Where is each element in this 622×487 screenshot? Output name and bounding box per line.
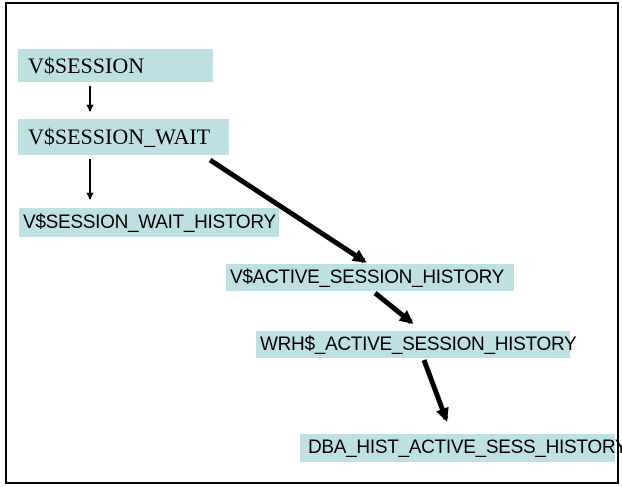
edge-v-session-wait-to-v-active-session-history: [208, 157, 367, 264]
node-dba-hist-active-sess-history-label: DBA_HIST_ACTIVE_SESS_HISTORY: [308, 437, 622, 458]
node-v-session-label: V$SESSION: [28, 52, 145, 78]
node-v-session-wait-history-label: V$SESSION_WAIT_HISTORY: [23, 211, 276, 233]
node-dba-hist-active-sess-history: DBA_HIST_ACTIVE_SESS_HISTORY: [300, 434, 622, 462]
node-wrh-active-session-history-label: WRH$_ACTIVE_SESSION_HISTORY: [260, 333, 577, 355]
node-wrh-active-session-history: WRH$_ACTIVE_SESSION_HISTORY: [256, 331, 577, 358]
outer-border: [5, 2, 619, 484]
node-v-session-wait-history: V$SESSION_WAIT_HISTORY: [19, 208, 279, 237]
node-v-active-session-history: V$ACTIVE_SESSION_HISTORY: [226, 264, 514, 291]
node-v-active-session-history-label: V$ACTIVE_SESSION_HISTORY: [230, 266, 505, 288]
edge-v-active-session-history-to-wrh-active-session-history: [373, 291, 414, 324]
edge-wrh-to-dba-hist-active-sess-history: [421, 359, 449, 422]
node-v-session-wait-label: V$SESSION_WAIT: [28, 124, 211, 149]
node-v-session: V$SESSION: [18, 49, 213, 82]
node-v-session-wait: V$SESSION_WAIT: [18, 119, 229, 155]
